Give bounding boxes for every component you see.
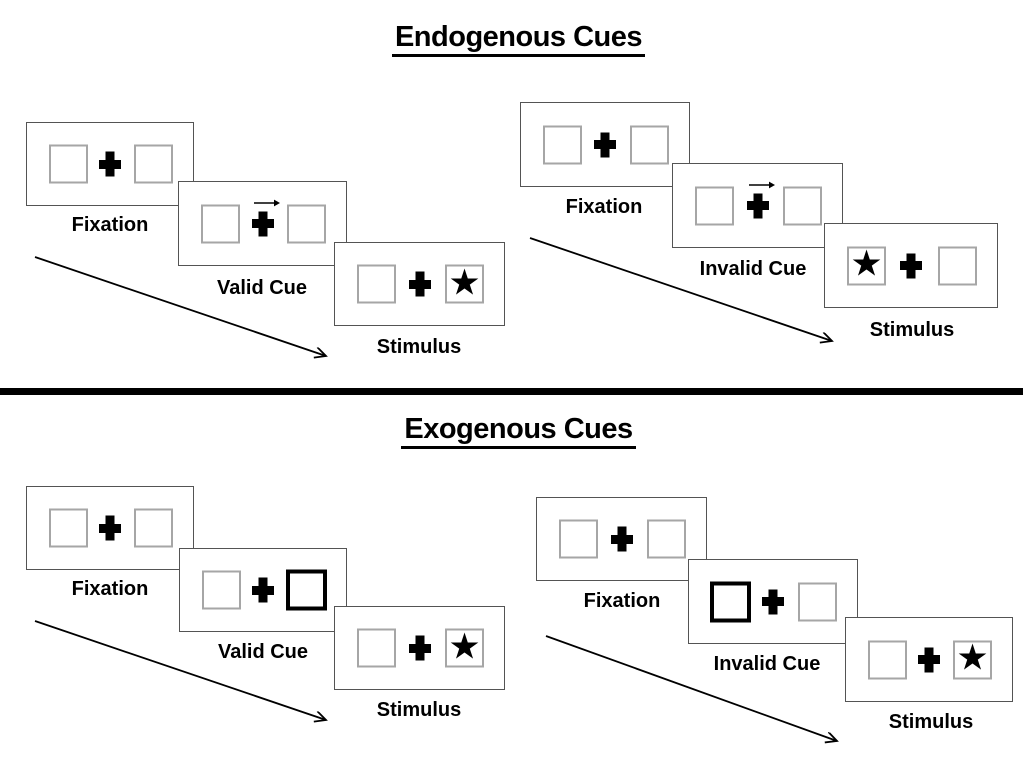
cue-highlight-box: [710, 581, 751, 622]
star-icon: ★: [448, 626, 481, 667]
placeholder-box: [630, 125, 669, 164]
stimulus-panel: ★: [845, 617, 1013, 702]
target-box: ★: [847, 246, 886, 285]
target-box: ★: [445, 626, 484, 668]
stimulus-label: Stimulus: [376, 699, 462, 721]
cue-panel: [688, 559, 858, 644]
placeholder-box: [647, 519, 686, 559]
placeholder-box: [798, 582, 837, 621]
placeholder-box: [868, 640, 907, 679]
stimulus-panel: ★: [334, 606, 505, 690]
stimulus-label: Stimulus: [376, 336, 462, 358]
fixation-panel: [26, 486, 194, 570]
placeholder-box: [357, 264, 396, 304]
target-box: ★: [445, 262, 484, 304]
fixation-panel: [520, 102, 690, 187]
fixation-label: Fixation: [583, 590, 661, 612]
cue-arrow-right-icon: [253, 199, 280, 207]
cue-label: Valid Cue: [216, 277, 308, 299]
section-title-text: Exogenous Cues: [401, 414, 636, 450]
fixation-cross-icon: [99, 152, 121, 177]
placeholder-box: [695, 186, 734, 225]
timeline-arrow-exogenous-valid: [34, 620, 326, 720]
fixation-cross-icon: [611, 527, 633, 552]
fixation-cross-icon: [99, 516, 121, 541]
stimulus-panel: ★: [334, 242, 505, 326]
stimulus-label: Stimulus: [869, 319, 955, 341]
placeholder-box: [357, 628, 396, 668]
fixation-cross-icon: [900, 253, 922, 278]
timeline-arrow-endogenous-valid: [34, 256, 326, 356]
fixation-label: Fixation: [565, 196, 643, 218]
timeline-arrow-endogenous-invalid: [529, 237, 832, 341]
placeholder-box: [49, 144, 88, 184]
fixation-panel: [536, 497, 707, 581]
cue-highlight-box: [286, 569, 327, 611]
timeline-arrow-exogenous-invalid: [545, 635, 837, 741]
placeholder-box: [287, 204, 326, 243]
target-box: ★: [953, 640, 992, 679]
placeholder-box: [783, 186, 822, 225]
cue-label: Invalid Cue: [699, 258, 807, 280]
star-icon: ★: [448, 262, 481, 303]
fixation-cross-icon: [252, 578, 274, 603]
cue-panel: [178, 181, 347, 266]
fixation-cross-icon: [747, 193, 769, 218]
cue-panel: [672, 163, 843, 248]
placeholder-box: [202, 570, 241, 610]
placeholder-box: [134, 144, 173, 184]
section-title-endogenous: Endogenous Cues: [0, 22, 1023, 58]
cue-arrow-right-icon: [748, 181, 775, 189]
star-icon: ★: [850, 243, 883, 285]
placeholder-box: [201, 204, 240, 243]
fixation-panel: [26, 122, 194, 206]
cue-label: Invalid Cue: [713, 653, 821, 675]
section-title-exogenous: Exogenous Cues: [0, 414, 1023, 450]
placeholder-box: [543, 125, 582, 164]
stimulus-label: Stimulus: [888, 711, 974, 733]
star-icon: ★: [956, 637, 989, 679]
fixation-cross-icon: [918, 647, 940, 672]
fixation-cross-icon: [762, 589, 784, 614]
section-divider: [0, 388, 1023, 395]
placeholder-box: [938, 246, 977, 285]
fixation-cross-icon: [594, 132, 616, 157]
cue-label: Valid Cue: [217, 641, 309, 663]
fixation-label: Fixation: [71, 214, 149, 236]
placeholder-box: [559, 519, 598, 559]
stimulus-panel: ★: [824, 223, 998, 308]
fixation-cross-icon: [252, 211, 274, 236]
placeholder-box: [49, 508, 88, 548]
placeholder-box: [134, 508, 173, 548]
fixation-label: Fixation: [71, 578, 149, 600]
fixation-cross-icon: [409, 636, 431, 661]
cue-panel: [179, 548, 347, 632]
fixation-cross-icon: [409, 272, 431, 297]
section-title-text: Endogenous Cues: [391, 22, 646, 58]
